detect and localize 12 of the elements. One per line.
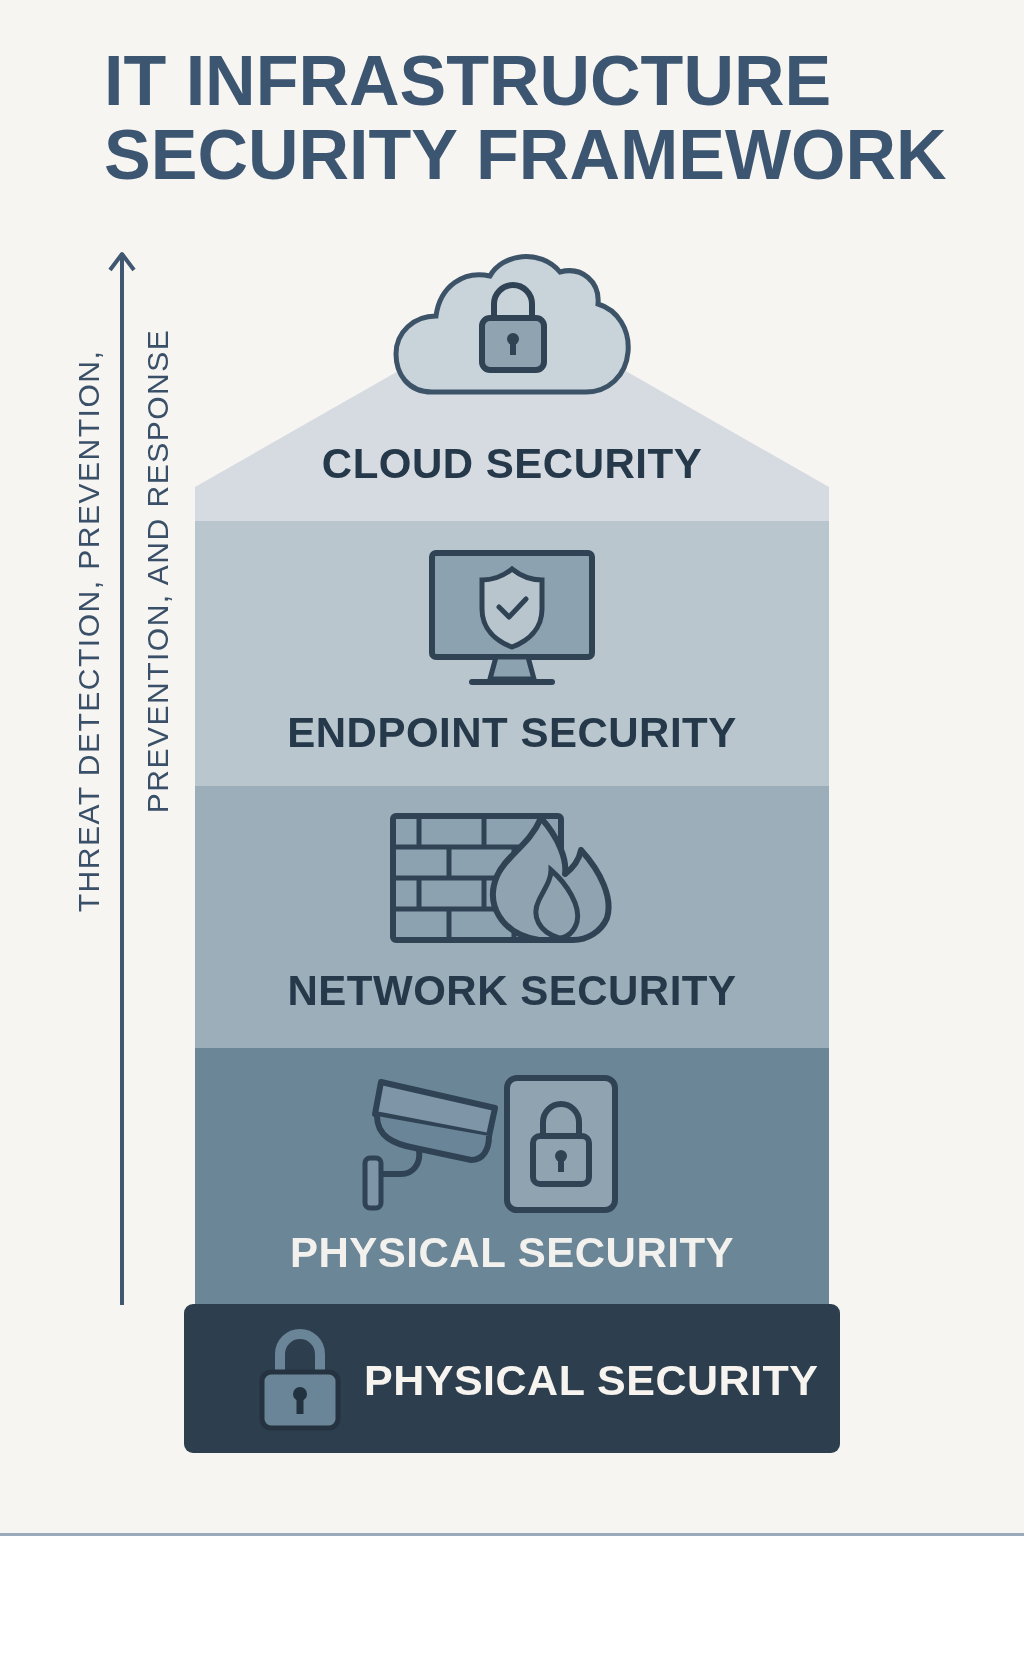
layer-band: [195, 786, 829, 1048]
layer-title: NETWORK SECURITY: [287, 966, 737, 1016]
layer-title: ENDPOINT SECURITY: [287, 708, 737, 758]
layer-title: CLOUD SECURITY: [321, 439, 703, 489]
layer-title: PHYSICAL SECURITY: [289, 1228, 735, 1278]
axis-caption: THREAT DETECTION, PREVENTION,: [71, 349, 105, 913]
base-band: [184, 1304, 840, 1453]
layer-band: [195, 521, 829, 786]
layer-band: [195, 1048, 829, 1304]
layer-title: PHYSICAL SECURITY: [364, 1356, 819, 1406]
page-title: IT INFRASTRUCTURE SECURITY FRAMEWORK: [104, 44, 948, 192]
axis-caption: PREVENTION, AND RESPONSE: [140, 328, 174, 814]
